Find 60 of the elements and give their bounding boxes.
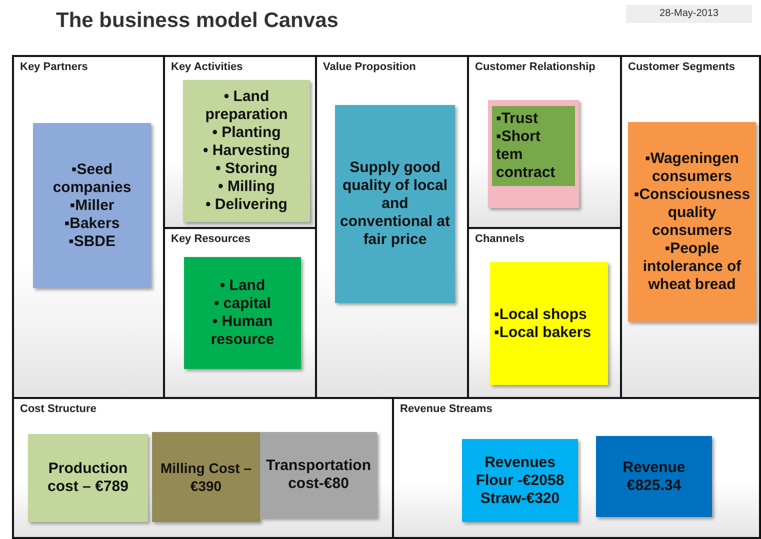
section-heading: Key Resources xyxy=(171,233,250,245)
date-label: 28-May-2013 xyxy=(626,5,752,23)
note-text: Transportation cost-€80 xyxy=(264,457,372,493)
note-text: ▪Seed companies xyxy=(52,160,132,196)
canvas-section xyxy=(315,55,469,399)
sticky-note xyxy=(335,105,455,303)
sticky-note xyxy=(33,123,151,288)
note-text: • Harvesting xyxy=(203,142,290,160)
note-text: ▪Local bakers xyxy=(494,324,592,342)
sticky-note xyxy=(462,439,578,522)
sticky-note xyxy=(492,106,575,186)
note-text: Flour -€2058 xyxy=(476,472,564,490)
note-text: • Human resource xyxy=(210,313,276,349)
sticky-note xyxy=(628,122,756,322)
sticky-note xyxy=(260,432,377,518)
section-heading: Customer Segments xyxy=(628,61,735,73)
canvas-section xyxy=(467,55,622,229)
note-text: ▪Bakers xyxy=(64,214,120,232)
note-text: ▪SBDE xyxy=(68,232,116,250)
sticky-note xyxy=(28,434,148,522)
section-heading: Value Proposition xyxy=(323,61,416,73)
note-text: • Land xyxy=(220,277,266,295)
note-text: • Planting xyxy=(212,124,281,142)
note-text: Supply good quality of local and conventional at fair price xyxy=(339,159,451,249)
canvas-section xyxy=(12,397,394,539)
sticky-note xyxy=(183,80,310,222)
note-text: • Land preparation xyxy=(204,88,289,124)
note-text: • Storing xyxy=(216,160,278,178)
section-heading: Key Activities xyxy=(171,61,243,73)
note-text: ▪Consciousness quality consumers xyxy=(632,186,752,240)
note-text: €825.34 xyxy=(626,476,682,494)
canvas-section xyxy=(163,55,317,229)
canvas-section xyxy=(620,55,761,399)
note-text: ▪Local shops xyxy=(494,306,587,324)
section-heading: Customer Relationship xyxy=(475,61,596,73)
note-text: ▪Trust xyxy=(496,110,538,128)
note-text: ▪Wageningen consumers xyxy=(644,150,740,186)
note-text: Revenue xyxy=(622,458,686,476)
note-text: ▪Miller xyxy=(70,196,114,214)
section-heading: Key Partners xyxy=(20,61,88,73)
note-text: ▪Short tem contract xyxy=(496,128,556,182)
sticky-note xyxy=(184,257,301,369)
note-text: • Delivering xyxy=(206,196,288,214)
sticky-note xyxy=(488,100,579,208)
note-text: • Milling xyxy=(218,178,275,196)
title: The business model Canvas xyxy=(56,9,338,33)
note-text: Revenues xyxy=(484,454,556,472)
canvas-section xyxy=(392,397,761,539)
note-text: Milling Cost – €390 xyxy=(160,459,252,495)
note-text: Straw-€320 xyxy=(480,490,560,508)
sticky-note xyxy=(152,432,260,522)
note-text: Production cost – €789 xyxy=(46,460,130,496)
section-heading: Channels xyxy=(475,233,525,245)
sticky-note xyxy=(490,262,608,385)
section-heading: Revenue Streams xyxy=(400,403,492,415)
section-heading: Cost Structure xyxy=(20,403,96,415)
note-text: ▪People intolerance of wheat bread xyxy=(642,240,742,294)
canvas-section xyxy=(12,55,165,399)
sticky-note xyxy=(596,436,712,517)
note-text: • capital xyxy=(214,295,271,313)
